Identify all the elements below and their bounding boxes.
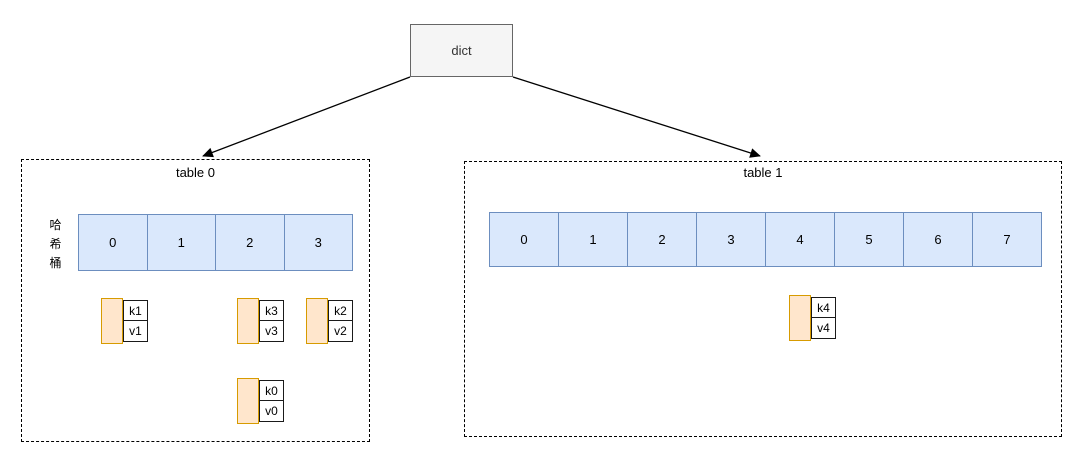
entry-node-k0v0: k0 v0 [237,378,284,424]
entry-key: k2 [328,299,353,322]
table1-bucket-5: 5 [834,213,903,266]
table0-bucket-label: 哈希桶 [49,218,62,270]
table0-bucket-2: 2 [215,215,284,270]
entry-value: v3 [259,320,284,343]
table1-bucket-7: 7 [972,213,1041,266]
entry-node-k3v3: k3 v3 [237,298,284,344]
entry-node-k1v1: k1 v1 [101,298,148,344]
table0-bucket-3: 3 [283,215,353,270]
entry-key: k4 [811,296,836,319]
entry-value: v4 [811,317,836,340]
entry-key: k1 [123,299,148,322]
dict-root-node: dict [410,24,513,77]
table1-bucket-4: 4 [765,213,834,266]
table1-bucket-array: 0 1 2 3 4 5 6 7 [489,212,1042,267]
table1-bucket-1: 1 [558,213,627,266]
table1-container [464,161,1062,437]
table0-bucket-array: 0 1 2 3 [78,214,353,271]
entry-value: v1 [123,320,148,343]
entry-key: k0 [259,379,284,402]
entry-key: k3 [259,299,284,322]
entry-value: v0 [259,400,284,423]
edge-dict-to-table1 [512,76,761,158]
table1-bucket-2: 2 [627,213,696,266]
table0-title: table 0 [175,165,216,180]
table1-bucket-0: 0 [520,232,528,247]
entry-stub [237,298,259,344]
entry-node-k2v2: k2 v2 [306,298,353,344]
entry-stub [101,298,123,344]
table0-bucket-1: 1 [146,215,216,270]
entry-value: v2 [328,320,353,343]
table1-bucket-6: 6 [903,213,972,266]
entry-node-k4v4: k4 v4 [789,295,836,341]
table0-bucket-0: 0 [109,235,117,250]
table1-title: table 1 [743,165,783,180]
entry-stub [306,298,328,344]
edge-dict-to-table0 [202,76,411,158]
dict-root-label: dict [451,43,472,58]
table1-bucket-3: 3 [696,213,765,266]
entry-stub [789,295,811,341]
entry-stub [237,378,259,424]
